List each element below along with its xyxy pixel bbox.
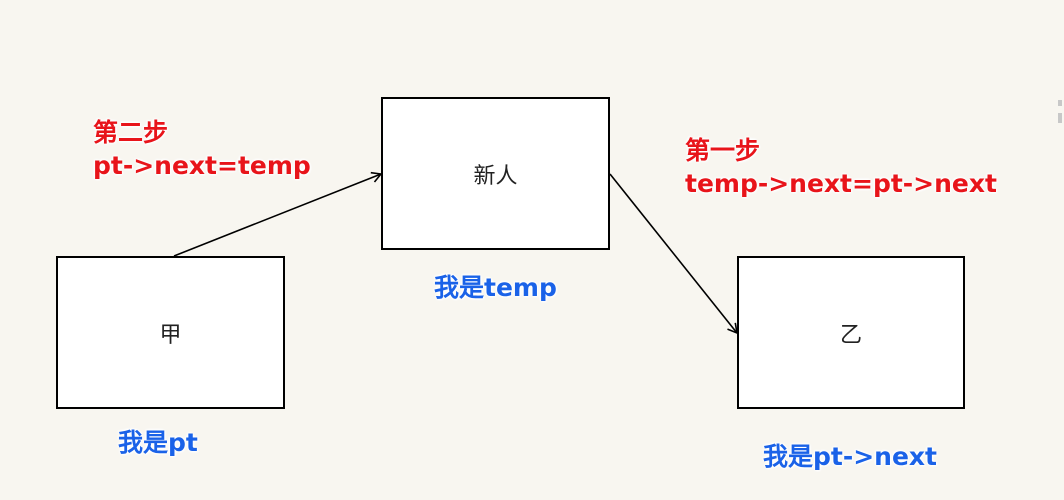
step-two-annotation: 第二步 pt->next=temp xyxy=(93,116,311,182)
node-yi-caption: 我是pt->next xyxy=(763,442,937,471)
node-xinren: 新人 xyxy=(381,97,610,250)
node-yi: 乙 xyxy=(737,256,965,409)
arrow-pt-to-temp xyxy=(173,171,383,257)
step-one-title: 第一步 xyxy=(685,136,761,165)
step-one-annotation: 第一步 temp->next=pt->next xyxy=(685,134,997,200)
node-xinren-caption: 我是temp xyxy=(434,273,557,302)
step-one-code: temp->next=pt->next xyxy=(685,169,997,198)
scrollbar-tick-bottom xyxy=(1058,113,1062,123)
step-two-code: pt->next=temp xyxy=(93,151,311,180)
step-two-title: 第二步 xyxy=(93,118,169,147)
arrow-temp-to-next xyxy=(609,173,739,335)
scrollbar-tick-top xyxy=(1058,100,1062,106)
node-xinren-label: 新人 xyxy=(473,163,518,189)
node-jia: 甲 xyxy=(56,256,285,409)
node-jia-caption: 我是pt xyxy=(118,428,198,457)
node-yi-label: 乙 xyxy=(839,322,862,348)
node-jia-label: 甲 xyxy=(159,322,182,348)
